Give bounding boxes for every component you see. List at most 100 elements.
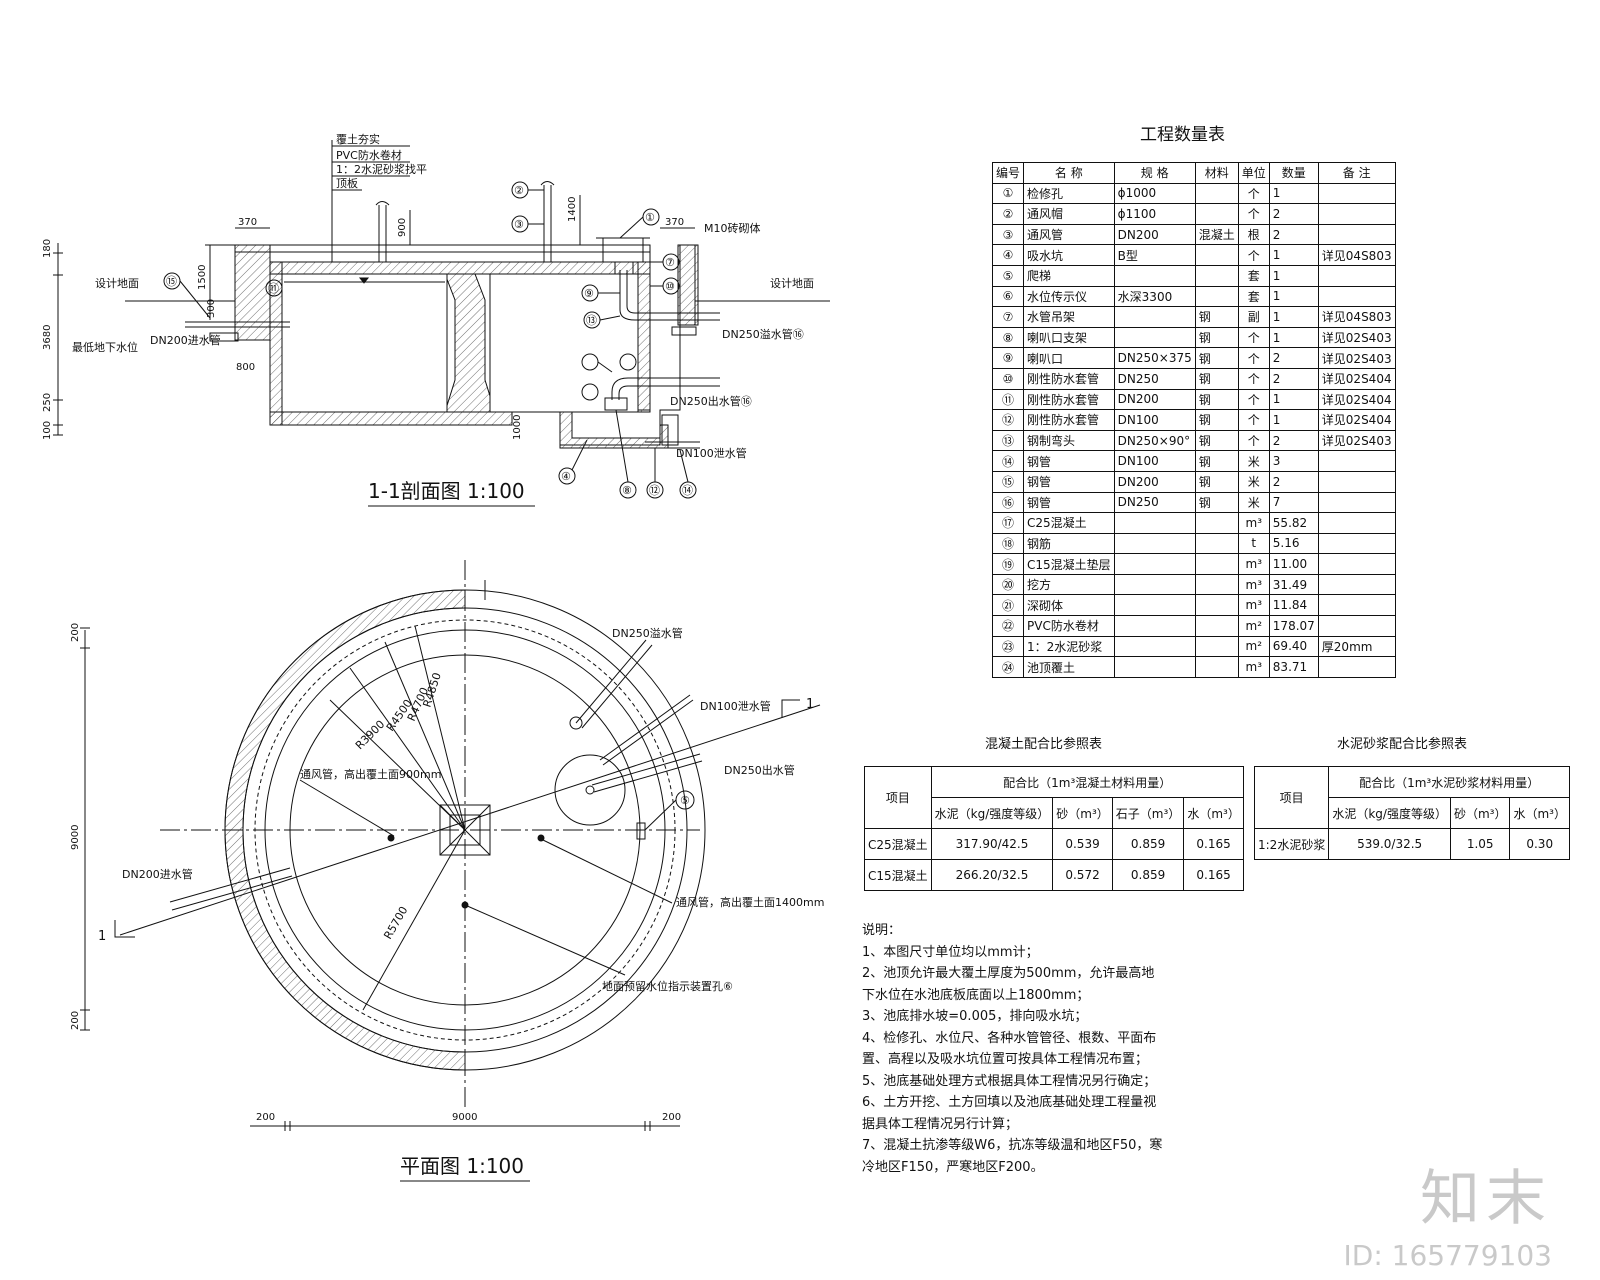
table-cell: 爬梯 bbox=[1023, 264, 1115, 287]
table-cell: 水管吊架 bbox=[1023, 306, 1115, 328]
col-unit: 单位 bbox=[1237, 162, 1270, 184]
table-cell: DN200 bbox=[1113, 388, 1196, 411]
table-cell bbox=[1194, 615, 1239, 637]
col-material: 材料 bbox=[1194, 162, 1239, 184]
concrete-cell: 0.539 bbox=[1052, 828, 1113, 860]
layer-4: 顶板 bbox=[336, 176, 358, 190]
table-cell: 刚性防水套管 bbox=[1023, 388, 1115, 411]
concrete-sub-cement: 水泥（kg/强度等级） bbox=[930, 797, 1054, 829]
table-cell bbox=[1113, 573, 1196, 596]
dim-180: 180 bbox=[42, 239, 53, 258]
table-cell: ② bbox=[991, 203, 1025, 225]
callout-11: ⑪ bbox=[268, 282, 279, 295]
plan-label-drain: DN100泄水管 bbox=[700, 699, 771, 713]
dim-300: 300 bbox=[206, 299, 217, 318]
table-cell bbox=[1113, 594, 1196, 617]
table-cell bbox=[1194, 264, 1239, 287]
table-cell bbox=[1113, 615, 1196, 637]
table-cell bbox=[1194, 656, 1239, 678]
label-min-water: 最低地下水位 bbox=[72, 340, 138, 354]
table-cell: DN250 bbox=[1113, 367, 1196, 390]
table-cell: DN200 bbox=[1113, 223, 1196, 246]
table-cell bbox=[1317, 285, 1396, 308]
table-cell: DN200 bbox=[1113, 470, 1196, 493]
table-cell bbox=[1113, 512, 1196, 534]
table-cell: ⑨ bbox=[991, 347, 1025, 369]
table-cell bbox=[1317, 223, 1396, 246]
table-cell: ㉑ bbox=[991, 594, 1025, 617]
label-wall: M10砖砌体 bbox=[704, 221, 761, 235]
concrete-cell: C25混凝土 bbox=[864, 828, 932, 860]
table-cell: 3 bbox=[1268, 450, 1319, 472]
dim-370-right: 370 bbox=[665, 217, 684, 228]
mortar-item-header: 项目 bbox=[1253, 766, 1330, 829]
table-cell: 178.07 bbox=[1268, 615, 1319, 637]
table-cell: m² bbox=[1237, 635, 1270, 658]
label-ground-right: 设计地面 bbox=[770, 277, 814, 290]
table-cell bbox=[1317, 264, 1396, 287]
table-cell bbox=[1194, 244, 1239, 266]
concrete-cell: 317.90/42.5 bbox=[930, 828, 1054, 860]
table-cell: PVC防水卷材 bbox=[1023, 615, 1115, 637]
table-cell bbox=[1317, 656, 1396, 678]
table-cell: 钢 bbox=[1194, 388, 1239, 411]
mortar-sub-water: 水（m³） bbox=[1509, 797, 1570, 829]
table-cell bbox=[1194, 203, 1239, 225]
note-line: 7、混凝土抗渗等级W6，抗冻等级温和地区F50，寒 bbox=[862, 1138, 1163, 1153]
callout-13a: ⑬ bbox=[586, 314, 597, 327]
layer-1: 覆土夯实 bbox=[336, 132, 380, 146]
label-drain: DN100泄水管 bbox=[676, 446, 747, 460]
plan-label-level: 地面预留水位指示装置孔⑥ bbox=[602, 979, 733, 993]
table-cell: 钢管 bbox=[1023, 450, 1115, 472]
callout-9a: ⑨ bbox=[584, 287, 594, 300]
table-cell: 83.71 bbox=[1268, 656, 1319, 678]
concrete-group-header: 配合比（1m³混凝土材料用量） bbox=[930, 766, 1244, 798]
table-cell: 个 bbox=[1237, 182, 1270, 205]
table-cell: 钢管 bbox=[1023, 470, 1115, 493]
table-cell: ⑥ bbox=[991, 285, 1025, 308]
callout-8: ⑧ bbox=[622, 484, 632, 497]
table-cell: 1 bbox=[1268, 285, 1319, 308]
table-cell: 喇叭口 bbox=[1023, 347, 1115, 369]
section-roof-slab bbox=[269, 261, 651, 275]
table-cell: 1 bbox=[1268, 326, 1319, 349]
dim-1000: 1000 bbox=[512, 415, 523, 440]
plan-cut-top: 1 bbox=[806, 697, 814, 712]
table-cell: 个 bbox=[1237, 244, 1270, 266]
table-cell: m³ bbox=[1237, 512, 1270, 534]
note-line: 冷地区F150，严寒地区F200。 bbox=[862, 1159, 1044, 1175]
table-cell: ㉔ bbox=[991, 656, 1025, 678]
mortar-cell: 1:2水泥砂浆 bbox=[1253, 828, 1330, 860]
layer-3: 1：2水泥砂浆找平 bbox=[336, 162, 427, 176]
concrete-cell: 266.20/32.5 bbox=[930, 859, 1054, 891]
table-cell: 个 bbox=[1237, 367, 1270, 390]
mortar-cell: 0.30 bbox=[1509, 828, 1570, 860]
plan-dim-200-bot: 200 bbox=[70, 1011, 81, 1030]
table-cell bbox=[1113, 306, 1196, 328]
table-cell: 详见02S403 bbox=[1317, 347, 1396, 369]
table-cell bbox=[1194, 512, 1239, 534]
table-cell bbox=[1317, 512, 1396, 534]
table-cell bbox=[1317, 573, 1396, 596]
plan-ref-5: ⑤ bbox=[680, 794, 690, 807]
col-qty: 数量 bbox=[1268, 162, 1319, 184]
section-view bbox=[53, 140, 830, 499]
table-cell bbox=[1317, 491, 1396, 514]
table-cell: 个 bbox=[1237, 203, 1270, 225]
dim-900: 900 bbox=[397, 218, 408, 237]
table-cell: 2 bbox=[1268, 367, 1319, 390]
table-cell bbox=[1113, 553, 1196, 575]
plan-dim-200-left: 200 bbox=[256, 1112, 275, 1123]
plan-title: 平面图 1:100 bbox=[400, 1154, 524, 1178]
table-cell: DN100 bbox=[1113, 450, 1196, 472]
table-cell bbox=[1194, 573, 1239, 596]
table-cell: ⑯ bbox=[991, 491, 1025, 514]
table-cell bbox=[1113, 656, 1196, 678]
